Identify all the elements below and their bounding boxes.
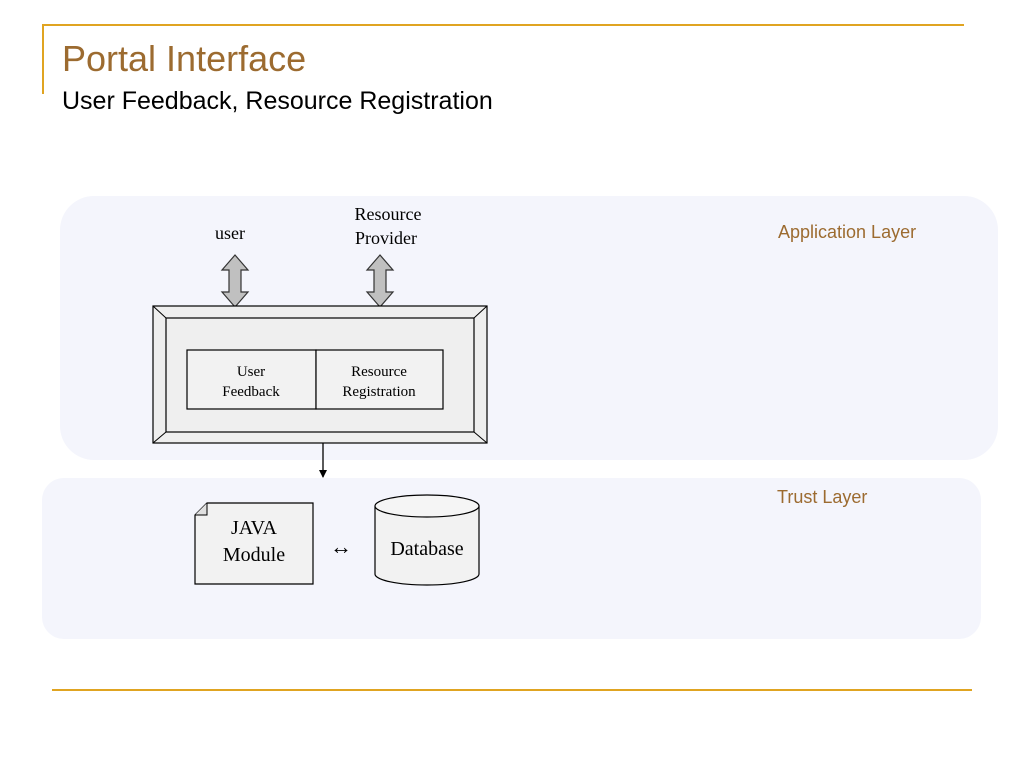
- java-module-label-line1: JAVA: [231, 517, 278, 539]
- bidirectional-arrow-icon: ↔: [330, 534, 352, 559]
- user-feedback-label-line1: User: [237, 364, 265, 380]
- resource-registration-box: [315, 349, 444, 410]
- provider-actor-label-line2: Provider: [355, 228, 417, 248]
- top-accent-rule: [42, 24, 964, 26]
- user-actor-label: user: [215, 223, 245, 243]
- slide-subtitle: User Feedback, Resource Registration: [62, 87, 493, 115]
- resource-registration-label-line2: Registration: [342, 384, 416, 400]
- resource-registration-label-line1: Resource: [351, 364, 407, 380]
- slide-title: Portal Interface: [62, 38, 307, 79]
- provider-actor-label-line1: Resource: [355, 204, 422, 224]
- side-accent-rule: [42, 24, 44, 94]
- user-feedback-box: [186, 349, 317, 410]
- user-feedback-label-line2: Feedback: [222, 384, 280, 400]
- java-module-box: [194, 502, 314, 585]
- database-label: Database: [390, 538, 463, 560]
- bottom-accent-rule: [52, 689, 972, 691]
- trust-layer-label: Trust Layer: [777, 487, 867, 507]
- java-module-label-line2: Module: [223, 544, 285, 566]
- application-layer-label: Application Layer: [778, 222, 916, 242]
- database-cylinder-icon: [374, 494, 480, 586]
